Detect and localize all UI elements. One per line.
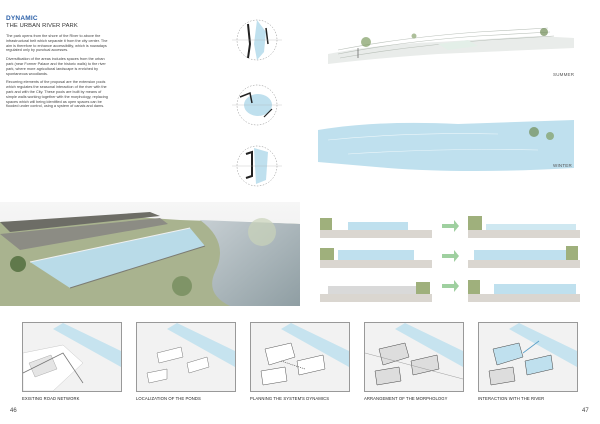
description-text: The park opens from the shore of the Riv… bbox=[6, 34, 108, 113]
caption-interaction-river: INTERACTION WITH THE RIVER bbox=[478, 396, 545, 401]
sections-current bbox=[318, 208, 434, 304]
paragraph-2: Diversification of the areas includes sp… bbox=[6, 57, 106, 76]
page-number-left: 46 bbox=[10, 408, 17, 414]
page-title: DYNAMIC bbox=[6, 15, 38, 22]
paragraph-3: Recurring elements of the proposal are t… bbox=[6, 80, 108, 109]
page-subtitle: THE URBAN RIVER PARK bbox=[6, 23, 78, 29]
sections-proposed bbox=[466, 208, 582, 304]
diagram-localization-ponds bbox=[136, 322, 236, 392]
summer-label: SUMMER bbox=[553, 72, 575, 77]
diagram-existing-road-network bbox=[22, 322, 122, 392]
page-number-right: 47 bbox=[582, 408, 589, 414]
paragraph-1: The park opens from the shore of the Riv… bbox=[6, 34, 108, 53]
section-arrows bbox=[440, 214, 460, 298]
circular-diagram-3 bbox=[228, 140, 286, 192]
winter-label: WINTER bbox=[553, 163, 572, 168]
diagram-interaction-river bbox=[478, 322, 578, 392]
circular-diagram-2 bbox=[228, 79, 286, 131]
winter-perspective bbox=[318, 110, 576, 182]
summer-perspective bbox=[318, 14, 576, 86]
aerial-render bbox=[0, 202, 300, 306]
caption-localization-ponds: LOCALIZATION OF THE PONDS bbox=[136, 396, 201, 401]
caption-existing-road-network: EXISTING ROAD NETWORK bbox=[22, 396, 80, 401]
caption-planning-dynamics: PLANNING THE SYSTEM'S DYNAMICS bbox=[250, 396, 330, 401]
caption-arrangement-morphology: ARRANGEMENT OF THE MORPHOLOGY bbox=[364, 396, 448, 401]
circular-diagram-1 bbox=[228, 14, 286, 66]
diagram-arrangement-morphology bbox=[364, 322, 464, 392]
diagram-planning-dynamics bbox=[250, 322, 350, 392]
